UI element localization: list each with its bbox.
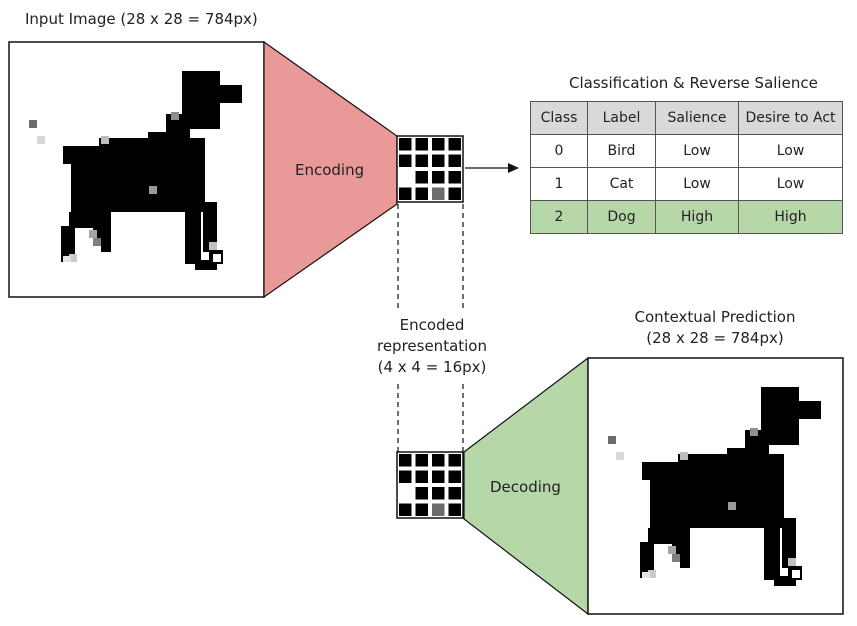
cell-class: 2 — [530, 200, 588, 234]
cell-label: Cat — [587, 167, 656, 201]
encoded-caption-line1: Encoded — [399, 316, 465, 334]
header-label: Label — [587, 101, 656, 135]
cell-salience: Low — [655, 134, 739, 168]
encoded-caption-line3: (4 x 4 = 16px) — [377, 358, 487, 376]
header-class: Class — [530, 101, 588, 135]
classification-table: Class Label Salience Desire to Act 0 Bir… — [530, 101, 843, 234]
grid-cell — [448, 470, 461, 483]
grid-cell — [448, 187, 461, 200]
grid-cell — [415, 487, 428, 500]
grid-cell — [432, 187, 445, 200]
grid-cell — [432, 154, 445, 167]
encoding-label: Encoding — [295, 161, 365, 179]
grid-cell — [448, 138, 461, 151]
arrow-head-icon — [508, 163, 519, 173]
grid-cell — [415, 154, 428, 167]
grid-cell — [448, 503, 461, 516]
grid-cell — [415, 138, 428, 151]
cell-salience: High — [655, 200, 739, 234]
encoded-grid-top — [396, 135, 464, 203]
grid-cell — [399, 487, 412, 500]
encoding-trapezoid — [263, 40, 398, 299]
prediction-title: Contextual Prediction (28 x 28 = 784px) — [610, 307, 820, 349]
table-row-highlighted: 2 Dog High High — [530, 200, 843, 234]
grid-cell — [448, 454, 461, 467]
cell-desire: Low — [738, 134, 843, 168]
grid-cell — [432, 138, 445, 151]
grid-cell — [399, 154, 412, 167]
table-header-row: Class Label Salience Desire to Act — [530, 101, 843, 135]
header-salience: Salience — [655, 101, 739, 135]
grid-cell — [432, 454, 445, 467]
cell-label: Dog — [587, 200, 656, 234]
grid-cell — [399, 470, 412, 483]
classification-title: Classification & Reverse Salience — [569, 74, 818, 92]
grid-cell — [448, 487, 461, 500]
grid-cell — [415, 171, 428, 184]
decoding-label: Decoding — [490, 478, 561, 496]
grid-cell — [432, 487, 445, 500]
table-row: 1 Cat Low Low — [530, 167, 843, 201]
header-desire-to-act: Desire to Act — [738, 101, 843, 135]
encoded-representation-caption: Encoded representation (4 x 4 = 16px) — [372, 315, 492, 378]
grid-cell — [415, 503, 428, 516]
input-image — [8, 41, 265, 298]
grid-cell — [415, 470, 428, 483]
prediction-title-line1: Contextual Prediction — [634, 308, 796, 326]
cell-class: 1 — [530, 167, 588, 201]
cell-desire: Low — [738, 167, 843, 201]
grid-cell — [448, 154, 461, 167]
grid-cell — [399, 187, 412, 200]
grid-cell — [415, 454, 428, 467]
prediction-title-line2: (28 x 28 = 784px) — [646, 329, 784, 347]
grid-cell — [432, 470, 445, 483]
cell-class: 0 — [530, 134, 588, 168]
input-image-title: Input Image (28 x 28 = 784px) — [25, 10, 258, 28]
prediction-image — [587, 357, 844, 615]
table-row: 0 Bird Low Low — [530, 134, 843, 168]
cell-salience: Low — [655, 167, 739, 201]
grid-cell — [399, 454, 412, 467]
grid-cell — [399, 503, 412, 516]
grid-cell — [399, 171, 412, 184]
grid-cell — [415, 187, 428, 200]
cell-label: Bird — [587, 134, 656, 168]
encoded-grid-bottom — [396, 451, 464, 519]
grid-cell — [399, 138, 412, 151]
grid-cell — [432, 171, 445, 184]
grid-cell — [448, 171, 461, 184]
grid-cell — [432, 503, 445, 516]
cell-desire: High — [738, 200, 843, 234]
encoded-caption-line2: representation — [376, 337, 487, 355]
